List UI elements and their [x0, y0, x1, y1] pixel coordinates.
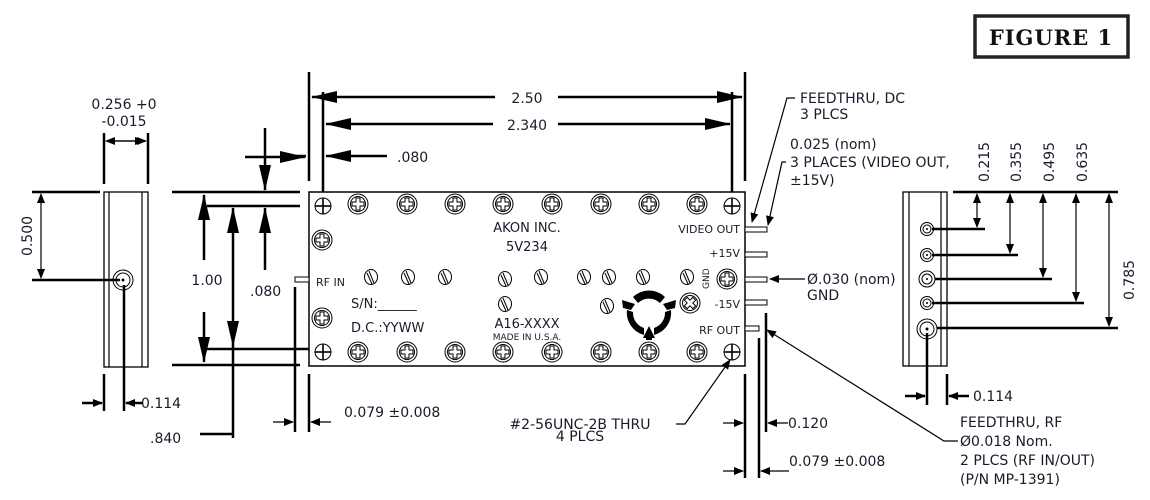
- tuning-screw-icon: [498, 296, 512, 312]
- screw-icon: [541, 193, 563, 215]
- screw-icon: [396, 193, 418, 215]
- screw-icon: [311, 229, 333, 251]
- label-serial: S/N:______: [351, 297, 417, 312]
- screw-icon: [686, 193, 708, 215]
- tuning-screw-icon: [602, 269, 616, 285]
- dim-hole-offset-side: .080: [250, 284, 281, 300]
- dim-pin-position-1: 0.215: [977, 142, 993, 182]
- callout-feedthru-dc-2: 3 PLCS: [800, 107, 848, 123]
- dim-side-width: 0.256 +0: [91, 97, 156, 113]
- top-view: 2.50 2.340 .080 1.00 .840 .080: [150, 72, 885, 478]
- tuning-screw-icon: [577, 269, 591, 285]
- callout-feedthru-rf-3: 2 PLCS (RF IN/OUT): [960, 453, 1095, 469]
- gnd-pin: [744, 276, 768, 283]
- rf-in-pin: [294, 276, 310, 283]
- screw-icon: [492, 193, 514, 215]
- figure-label: FIGURE 1: [973, 14, 1130, 59]
- dim-overall-height: 1.00: [191, 273, 222, 289]
- callouts: FEEDTHRU, DC 3 PLCS 0.025 (nom) 3 PLACES…: [509, 91, 1095, 488]
- screw-icon: [347, 341, 369, 363]
- tuning-screw-icon: [636, 269, 650, 285]
- dim-side-height: 0.500: [20, 216, 36, 256]
- screw-icon: [686, 341, 708, 363]
- right-side-view: 0.215 0.355 0.495 0.635 0.785 0.114: [902, 142, 1138, 405]
- tuning-screw-icon: [401, 269, 415, 285]
- screw-icon: [492, 341, 514, 363]
- mount-hole-icon: [314, 343, 332, 361]
- label-date-code: D.C.:YYWW: [351, 321, 424, 336]
- screw-icon: [444, 341, 466, 363]
- dim-hole-spacing-vertical: .840: [150, 431, 181, 447]
- mount-hole-icon: [723, 197, 741, 215]
- mount-hole-icon: [314, 197, 332, 215]
- dim-side-offset: 0.114: [141, 396, 181, 412]
- label-company: AKON INC.: [493, 221, 561, 236]
- figure-label-text: FIGURE 1: [989, 25, 1113, 50]
- screw-icon: [444, 193, 466, 215]
- screw-icon: [638, 193, 660, 215]
- label-minus15: -15V: [715, 298, 741, 311]
- dim-pin-offset-right: 0.120: [788, 416, 828, 432]
- callout-feedthru-rf-1: FEEDTHRU, RF: [960, 415, 1062, 431]
- callout-feedthru-dc-1: FEEDTHRU, DC: [800, 91, 905, 107]
- tuning-screw-icon: [364, 269, 378, 285]
- screw-icon: [311, 307, 333, 329]
- tuning-screw-icon: [680, 269, 694, 285]
- minus15-pin: [744, 299, 768, 306]
- screw-icon: [541, 341, 563, 363]
- callout-pin-size-1: 0.025 (nom): [790, 137, 877, 153]
- dim-right-side-offset: 0.114: [973, 389, 1013, 405]
- callout-gnd-pin-1: Ø.030 (nom): [807, 272, 896, 288]
- tuning-screw-icon: [534, 269, 548, 285]
- screw-icon: [590, 193, 612, 215]
- dim-rf-position: 0.785: [1122, 260, 1138, 300]
- esd-symbol-icon: [622, 290, 676, 340]
- dim-pin-protrusion-left: 0.079 ±0.008: [344, 405, 440, 421]
- label-plus15: +15V: [709, 247, 740, 260]
- label-part-number: A16-XXXX: [494, 317, 559, 332]
- dim-pin-position-4: 0.635: [1075, 142, 1091, 182]
- callout-gnd-pin-2: GND: [807, 288, 839, 304]
- left-side-view: 0.256 +0 -0.015 0.500 0.114: [20, 97, 181, 412]
- label-origin: MADE IN U.S.A.: [493, 333, 562, 343]
- rf-out-pin: [744, 325, 760, 332]
- screw-icon: [638, 341, 660, 363]
- video-out-pin: [744, 226, 768, 233]
- tuning-screw-icon: [438, 269, 452, 285]
- label-rf-in: RF IN: [316, 276, 345, 289]
- label-gnd: GND: [702, 268, 712, 289]
- dim-hole-spacing: 2.340: [507, 118, 547, 134]
- screw-icon: [590, 341, 612, 363]
- callout-mount-holes-1: #2-56UNC-2B THRU: [509, 417, 650, 433]
- callout-pin-size-2: 3 PLACES (VIDEO OUT,: [790, 155, 950, 171]
- screw-icon: [396, 341, 418, 363]
- screw-icon: [716, 268, 738, 290]
- tuning-screw-icon: [600, 298, 614, 314]
- callout-pin-size-3: ±15V): [790, 173, 835, 189]
- plus15-pin: [744, 251, 768, 258]
- callout-feedthru-rf-4: (P/N MP-1391): [960, 472, 1060, 488]
- module-body: [308, 191, 746, 367]
- tuning-screw-icon: [498, 271, 512, 287]
- dim-pin-position-2: 0.355: [1009, 142, 1025, 182]
- dim-hole-offset-top: .080: [397, 150, 428, 166]
- callout-feedthru-rf-2: Ø0.018 Nom.: [960, 434, 1053, 450]
- dim-pin-position-3: 0.495: [1042, 142, 1058, 182]
- mount-hole-icon: [723, 343, 741, 361]
- label-model: 5V234: [506, 240, 548, 255]
- dim-overall-length: 2.50: [511, 91, 542, 107]
- dim-side-width-tol: -0.015: [101, 114, 146, 130]
- dim-pin-protrusion-right: 0.079 ±0.008: [789, 454, 885, 470]
- screw-icon: [347, 193, 369, 215]
- callout-mount-holes-2: 4 PLCS: [556, 429, 604, 445]
- label-video-out: VIDEO OUT: [678, 223, 740, 236]
- label-rf-out: RF OUT: [699, 324, 740, 337]
